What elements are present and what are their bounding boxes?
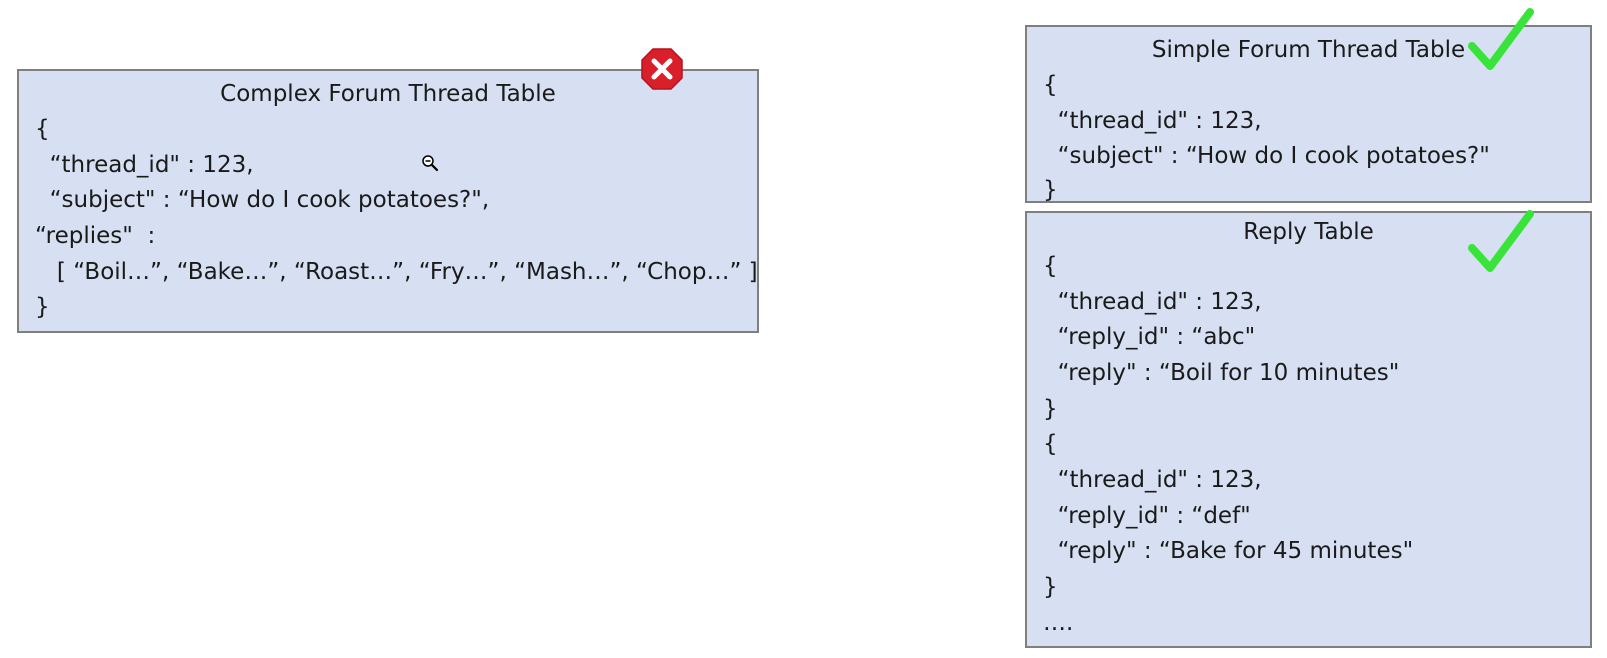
reply-table-line: }: [1043, 574, 1058, 600]
simple-table-line: }: [1043, 177, 1058, 203]
reply-table-line: “thread_id" : 123,: [1043, 289, 1262, 315]
complex-table-title: Complex Forum Thread Table: [220, 81, 556, 107]
reply-table-title: Reply Table: [1243, 219, 1374, 245]
simple-table-line: “subject" : “How do I cook potatoes?": [1043, 143, 1490, 169]
complex-table-line: “thread_id" : 123,: [35, 152, 254, 178]
reply-table-line: “reply_id" : “def": [1043, 503, 1251, 529]
error-x-icon: [641, 48, 683, 90]
reply-table-line: {: [1043, 431, 1058, 457]
reply-table-line: {: [1043, 253, 1058, 279]
simple-table-line: “thread_id" : 123,: [1043, 108, 1262, 134]
checkmark-icon: [1468, 210, 1534, 272]
reply-table-line: “reply" : “Bake for 45 minutes": [1043, 538, 1414, 564]
reply-table-line: “reply_id" : “abc": [1043, 324, 1256, 350]
complex-table-line: “replies" :: [35, 223, 156, 249]
checkmark-icon: [1468, 8, 1534, 70]
reply-table-line: “reply" : “Boil for 10 minutes": [1043, 360, 1400, 386]
complex-table-line: “subject" : “How do I cook potatoes?",: [35, 187, 490, 213]
reply-table-line: }: [1043, 396, 1058, 422]
complex-table-line: {: [35, 116, 50, 142]
complex-table-line: }: [35, 294, 50, 320]
zoom-out-cursor-icon: [422, 155, 439, 172]
reply-table-line: “thread_id" : 123,: [1043, 467, 1262, 493]
complex-forum-thread-table: Complex Forum Thread Table { “thread_id"…: [17, 69, 759, 333]
complex-table-line: [ “Boil…”, “Bake…”, “Roast…”, “Fry…”, “M…: [35, 259, 758, 285]
reply-table-line: ….: [1043, 610, 1074, 636]
simple-table-line: {: [1043, 72, 1058, 98]
reply-table: Reply Table { “thread_id" : 123, “reply_…: [1025, 211, 1592, 648]
simple-table-title: Simple Forum Thread Table: [1151, 37, 1466, 63]
